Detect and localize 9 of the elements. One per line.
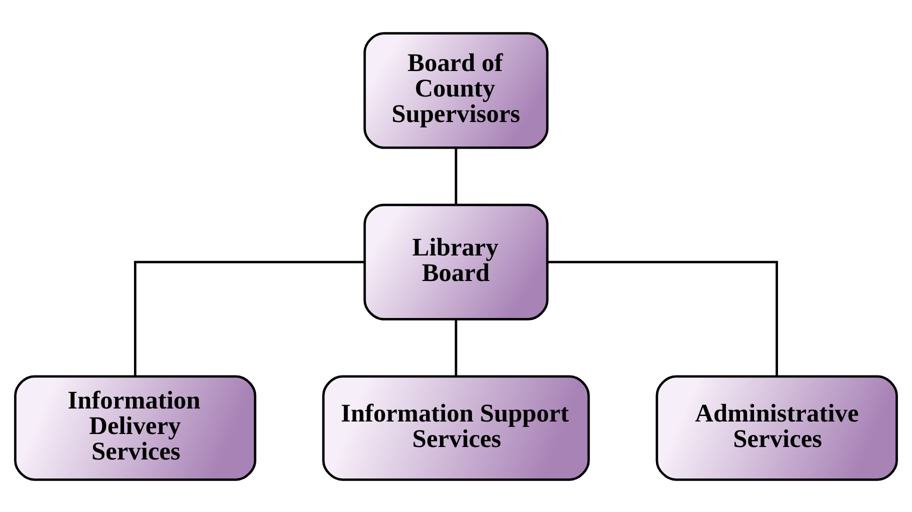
connector (454, 148, 458, 204)
connector (548, 260, 778, 376)
connector (134, 260, 364, 376)
node-box: Board of County Supervisors (363, 32, 549, 148)
connector (454, 319, 458, 376)
node-box: Administrative Services (656, 374, 898, 480)
node-box: Information Delivery Services (14, 374, 256, 480)
node-box: Information Support Services (322, 374, 590, 480)
node-box: Library Board (363, 203, 549, 320)
